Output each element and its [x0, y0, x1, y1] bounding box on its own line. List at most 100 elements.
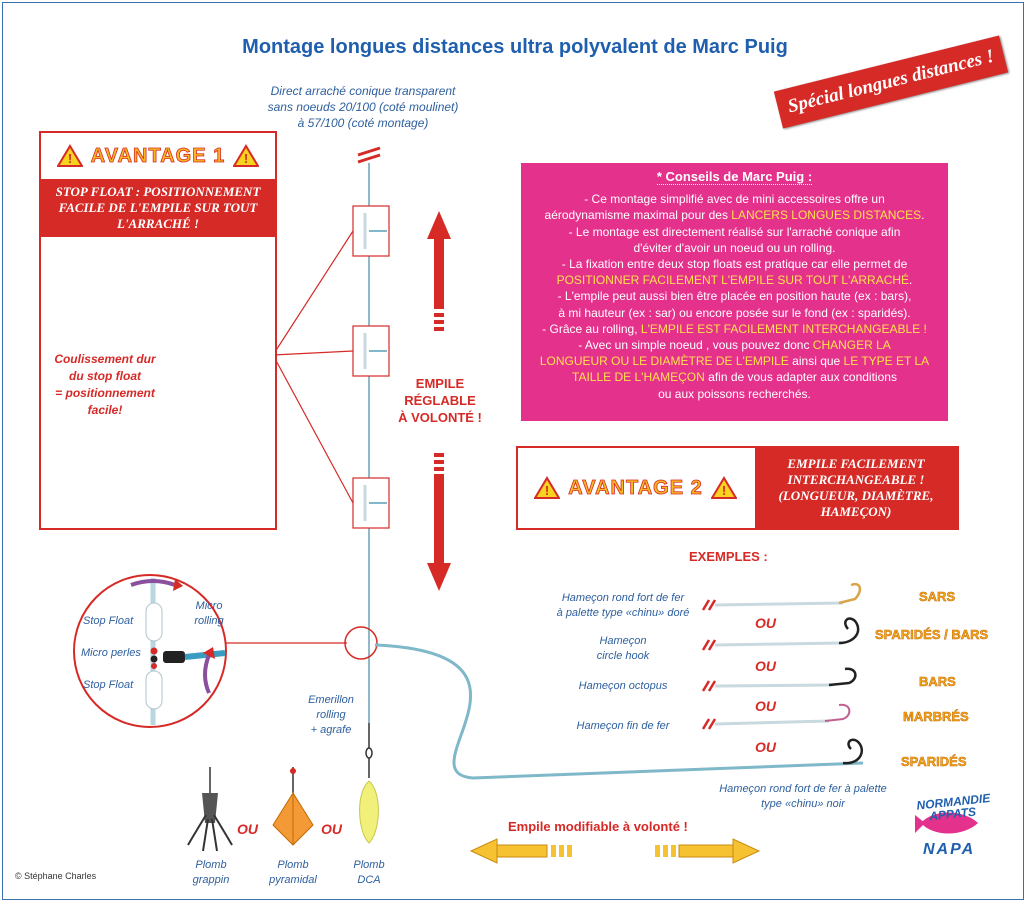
advice-text: - Grâce au rolling, [542, 321, 641, 336]
swivel-label-line: Emerillon [308, 694, 354, 706]
fish-label: MARBRÉS [903, 709, 969, 725]
hook-3 [701, 667, 857, 692]
empile-label-line: EMPILE [415, 376, 465, 391]
warning-icon: ! [56, 144, 83, 167]
advice-line: - Le montage est directement réalisé sur… [568, 224, 901, 239]
zoom-target-circle [344, 626, 378, 660]
svg-text:!: ! [68, 151, 72, 166]
plomb-pyramidal-label: Plomb pyramidal [263, 858, 323, 888]
hook-4 [701, 703, 851, 730]
advice-line: - Avec un simple noeud , vous pouvez don… [521, 337, 948, 353]
plomb-label-line: Plomb [195, 859, 227, 871]
fish-label: SPARIDÉS / BARS [875, 627, 989, 643]
advice-highlight: TAILLE DE L'HAMEÇON [572, 370, 705, 385]
swivel-label-line: + agrafe [310, 724, 352, 736]
hook-label-line: Hameçon rond fort de fer [561, 592, 685, 604]
empile-modifiable-label: Empile modifiable à volonté ! [508, 819, 688, 834]
hook-1 [701, 582, 862, 611]
hook-examples [701, 582, 863, 765]
ou-label: OU [321, 821, 342, 837]
advice-text: afin de vous adapter aux conditions [704, 370, 897, 385]
micro-rolling-line: rolling [194, 615, 224, 627]
up-arrow-icon [427, 211, 451, 331]
ou-label: OU [755, 698, 776, 714]
plomb-label-line: Plomb [353, 859, 385, 871]
empile-line [374, 643, 864, 780]
ou-label: OU [237, 821, 258, 837]
hook-label: Hameçon circle hook [573, 634, 673, 664]
swivel-label: Emerillon rolling + agrafe [301, 693, 361, 738]
page-title: Montage longues distances ultra polyvale… [242, 36, 788, 58]
down-arrow-icon [427, 453, 451, 591]
stop-float-note: Coulissement dur du stop float = positio… [47, 351, 163, 419]
advice-box: * Conseils de Marc Puig : - Ce montage s… [521, 163, 948, 421]
svg-text:!: ! [722, 483, 726, 498]
advice-line: - Grâce au rolling, L'EMPILE EST FACILEM… [521, 321, 948, 337]
advice-line: à mi hauteur (ex : sar) ou encore posée … [558, 305, 911, 320]
hook-2 [701, 617, 860, 651]
cut-mark-icon [357, 146, 381, 164]
advice-highlight: CHANGER LA [812, 338, 891, 353]
leader-caption: Direct arraché conique transparent sans … [253, 83, 473, 131]
hook-label-line: à palette type «chinu» doré [556, 607, 690, 619]
warning-icon: ! [233, 144, 260, 167]
plomb-label-line: DCA [357, 874, 381, 886]
advice-line: ou aux poissons recherchés. [658, 386, 811, 401]
plomb-pyramidal-icon [272, 767, 314, 846]
advantage-2-line: HAMEÇON) [820, 504, 892, 519]
advice-line: - Ce montage simplifié avec de mini acce… [584, 192, 885, 207]
exemples-title: EXEMPLES : [689, 549, 768, 564]
advice-line: - La fixation entre deux stop floats est… [561, 257, 908, 272]
hook-label-line: circle hook [596, 650, 650, 662]
ou-label: OU [755, 739, 776, 755]
fish-label: SARS [919, 589, 956, 605]
hook-5 [842, 738, 863, 765]
advantage-2-header: ! AVANTAGE 2 ! [518, 448, 753, 528]
advantage-2-box: ! AVANTAGE 2 ! EMPILE FACILEMENT INTERCH… [516, 446, 959, 530]
advice-line: TAILLE DE L'HAMEÇON afin de vous adapter… [521, 369, 948, 385]
advice-text: ainsi que [788, 354, 844, 369]
connector-lines [272, 230, 354, 504]
stop-float-label: Stop Float [83, 615, 134, 627]
advantage-2-text: EMPILE FACILEMENT INTERCHANGEABLE ! (LON… [755, 448, 957, 528]
fish-label: BARS [919, 674, 956, 690]
hook-label: Hameçon rond fort de fer à palette type … [543, 591, 703, 621]
micro-rolling-line: Micro [195, 600, 223, 612]
advantage-2-line: INTERCHANGEABLE ! [787, 472, 925, 487]
plomb-grappin-label: Plomb grappin [181, 858, 241, 888]
advantage-2-title: AVANTAGE 2 [568, 476, 703, 499]
advice-highlight: LE TYPE ET LA [843, 354, 930, 369]
micro-rolling-label: Micro rolling [189, 599, 229, 629]
plomb-grappin-icon [187, 767, 233, 852]
fish-label: SPARIDÉS [901, 754, 967, 770]
hook-label: Hameçon rond fort de fer à palette type … [703, 782, 903, 812]
plomb-label-line: pyramidal [269, 874, 317, 886]
zoom-circle [73, 574, 227, 728]
advantage-1-box: ! AVANTAGE 1 ! STOP FLOAT : POSITIONNEME… [39, 131, 277, 530]
plomb-dca-icon [359, 780, 379, 844]
logo-napa: NAPA [923, 841, 976, 858]
svg-text:!: ! [244, 151, 248, 166]
hook-label-line: type «chinu» noir [761, 798, 845, 810]
hook-label-line: Hameçon rond fort de fer à palette [719, 783, 887, 795]
hook-label: Hameçon octopus [578, 680, 668, 692]
warning-icon: ! [534, 476, 561, 499]
hook-label: Hameçon fin de fer [576, 720, 670, 732]
advice-line: - L'empile peut aussi bien être placée e… [557, 289, 912, 304]
advice-heading-text: * Conseils de Marc Puig : [656, 169, 813, 185]
advantage-1-header: ! AVANTAGE 1 ! [41, 133, 275, 179]
stop-float-label: Stop Float [83, 679, 134, 691]
advantage-1-subtitle: STOP FLOAT : POSITIONNEMENT FACILE DE L'… [41, 179, 275, 237]
leader-caption-line: à 57/100 (coté montage) [297, 116, 429, 130]
advice-highlight: POSITIONNER FACILEMENT L'EMPILE SUR TOUT… [556, 273, 910, 288]
advice-text: - Avec un simple noeud , vous pouvez don… [578, 338, 813, 353]
advice-line: d'éviter d'avoir un noeud ou un rolling. [633, 240, 836, 255]
copyright: © Stéphane Charles [15, 871, 97, 881]
zoom-detail [130, 578, 226, 725]
svg-text:!: ! [545, 483, 549, 498]
leader-caption-line: Direct arraché conique transparent [270, 84, 456, 98]
empile-reglable-label: EMPILE RÉGLABLE À VOLONTÉ ! [385, 375, 495, 426]
note-line: = positionnement [55, 386, 155, 400]
empile-label-line: RÉGLABLE [404, 393, 476, 408]
advice-line: LONGUEUR OU LE DIAMÈTRE DE L'EMPILE ains… [521, 353, 948, 369]
